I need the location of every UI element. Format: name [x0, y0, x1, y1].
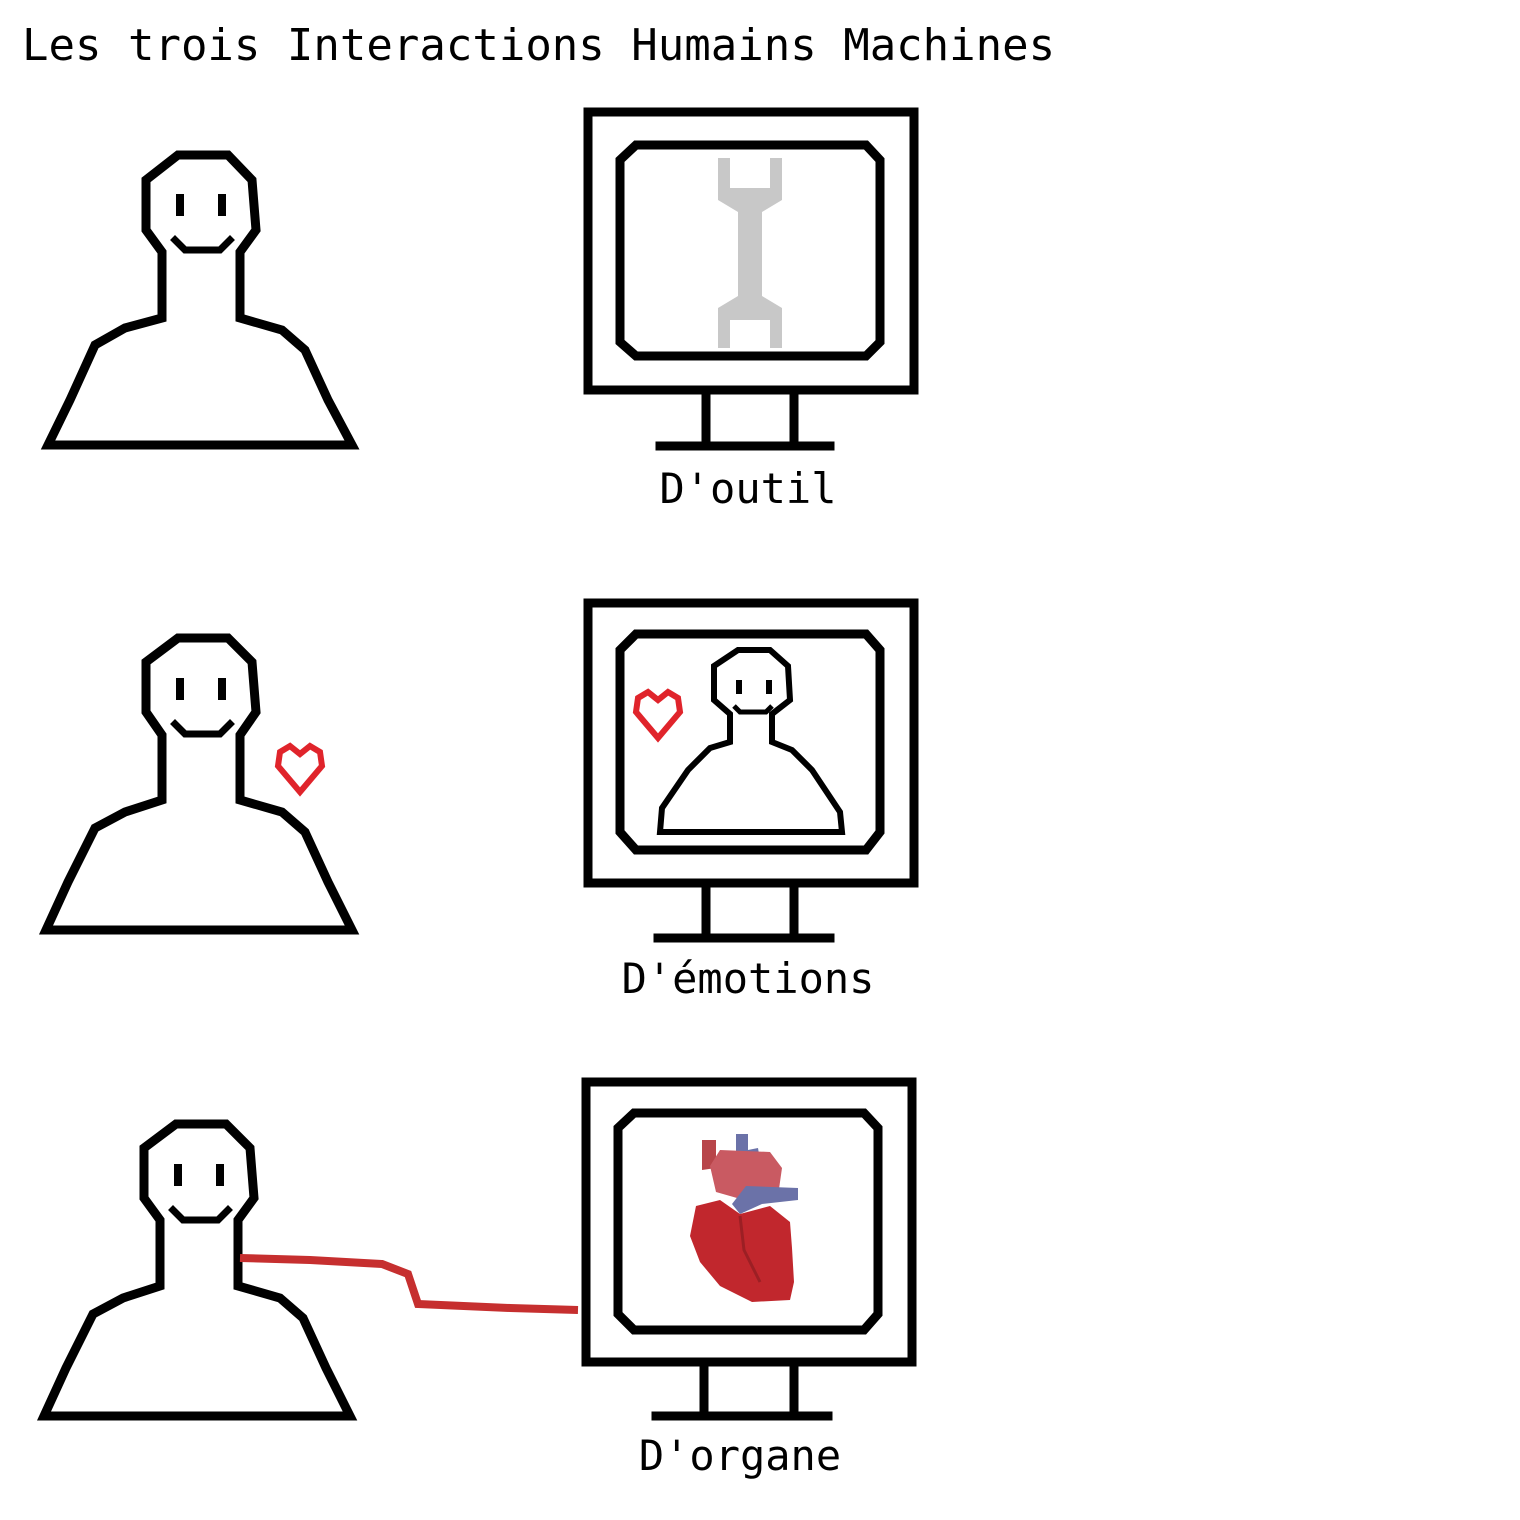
- monitor: [583, 598, 919, 943]
- page-title: Les trois Interactions Humains Machines: [22, 20, 1055, 71]
- interaction-label: D'émotions: [622, 954, 875, 1003]
- monitor: [581, 1077, 917, 1421]
- interaction-label: D'outil: [659, 464, 836, 513]
- interaction-row-emotions: D'émotions: [38, 598, 919, 1003]
- human-figure: [38, 633, 360, 935]
- heart-organ-icon: [690, 1134, 798, 1302]
- human-figure: [36, 1119, 358, 1421]
- interaction-row-organ: D'organe: [36, 1077, 917, 1480]
- wrench-icon: [718, 158, 782, 348]
- interaction-label: D'organe: [639, 1431, 841, 1480]
- monitor: [583, 107, 919, 451]
- connection-cable: [239, 1254, 579, 1314]
- person-with-heart-icon: [632, 647, 846, 835]
- interaction-row-tool: D'outil: [40, 107, 919, 513]
- human-figure: [40, 150, 360, 450]
- heart-icon: [274, 742, 326, 797]
